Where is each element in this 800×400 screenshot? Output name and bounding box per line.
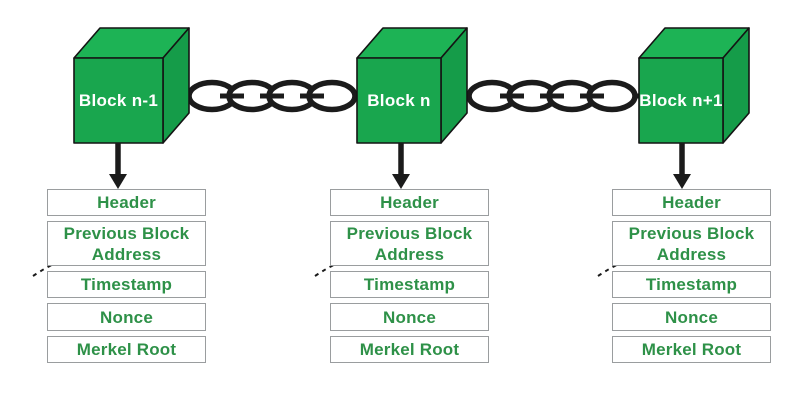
field-box-nonce: Nonce [330,303,489,331]
block-fields-n: Header Previous Block Address Timestamp … [330,189,489,363]
cube-block-n-plus-1 [638,27,750,144]
field-box-nonce: Nonce [612,303,771,331]
cube-block-n [356,27,468,144]
block-fields-n-1: Header Previous Block Address Timestamp … [47,189,206,363]
cube-label-block-n-1: Block n-1 [78,90,159,110]
field-box-timestamp: Timestamp [47,271,206,298]
down-arrow-icon [392,143,410,189]
cube-block-n-1 [73,27,190,144]
field-box-previous-block-address: Previous Block Address [330,221,489,266]
cube-label-block-n: Block n [367,90,431,110]
cube-label-block-n-plus-1: Block n+1 [639,90,723,110]
field-box-header: Header [612,189,771,216]
field-box-merkel-root: Merkel Root [330,336,489,363]
chain-icon [466,79,639,113]
field-box-nonce: Nonce [47,303,206,331]
field-box-timestamp: Timestamp [612,271,771,298]
chain-icon [186,79,358,113]
field-box-previous-block-address: Previous Block Address [47,221,206,266]
block-fields-n-plus-1: Header Previous Block Address Timestamp … [612,189,771,363]
down-arrow-icon [673,143,691,189]
field-box-merkel-root: Merkel Root [612,336,771,363]
field-box-previous-block-address: Previous Block Address [612,221,771,266]
field-box-timestamp: Timestamp [330,271,489,298]
field-box-merkel-root: Merkel Root [47,336,206,363]
field-box-header: Header [330,189,489,216]
down-arrow-icon [109,143,127,189]
field-box-header: Header [47,189,206,216]
